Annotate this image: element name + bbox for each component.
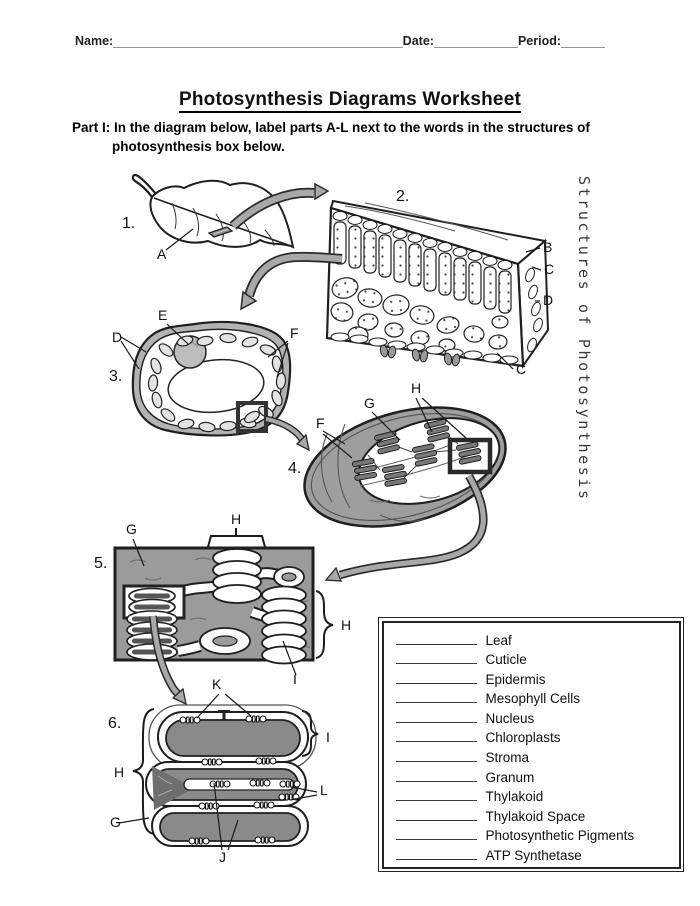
vacuole: [167, 358, 265, 414]
granum-stack-right: [261, 585, 307, 665]
answer-blank[interactable]: [395, 749, 477, 763]
word-row: Thylakoid Space: [395, 807, 679, 827]
label-l: L: [320, 782, 328, 798]
term-label: Nucleus: [485, 710, 535, 726]
arrow-granum-to-thylakoid: [149, 615, 187, 706]
word-row: Epidermis: [395, 670, 679, 690]
page-title: Photosynthesis Diagrams Worksheet: [0, 76, 700, 113]
diagram-granum: 5. G H H I: [94, 511, 351, 687]
term-label: Mesophyll Cells: [485, 691, 581, 707]
diagram-6-number: 6.: [108, 715, 121, 732]
answer-blank[interactable]: [395, 808, 477, 821]
answer-blank[interactable]: [395, 671, 477, 684]
answer-blank[interactable]: [395, 827, 477, 841]
instructions: Part I: In the diagram below, label part…: [72, 119, 590, 156]
term-label: Leaf: [485, 632, 512, 648]
word-row: Granum: [395, 768, 679, 788]
label-g-thylakoid: G: [110, 814, 121, 830]
name-blank-field[interactable]: [113, 34, 403, 48]
zoom-box-chloroplast: [236, 401, 268, 433]
date-blank-field[interactable]: [433, 34, 518, 48]
label-f-cell: F: [290, 325, 299, 341]
zoom-box-granum: [447, 437, 493, 475]
stomata: [379, 344, 461, 367]
arrow-chloroplast-to-granum: [324, 473, 488, 582]
diagram-1-number: 1.: [122, 215, 135, 232]
answer-blank[interactable]: [395, 710, 477, 723]
label-e: E: [158, 307, 167, 323]
date-label: Date:: [402, 34, 434, 48]
answer-blank[interactable]: [395, 847, 477, 861]
label-h-granum-top: H: [231, 511, 241, 527]
term-label: Chloroplasts: [485, 730, 561, 746]
label-h-chloroplast: H: [411, 380, 421, 396]
answer-blank[interactable]: [395, 651, 477, 665]
period-blank-field[interactable]: [561, 34, 605, 48]
period-label: Period:: [517, 34, 561, 48]
term-label: Stroma: [485, 750, 530, 766]
term-label: Epidermis: [485, 671, 546, 687]
label-c-upper: C: [544, 261, 554, 277]
label-h-thylakoid: H: [114, 764, 124, 780]
answer-blank[interactable]: [395, 729, 477, 743]
word-row: Mesophyll Cells: [395, 689, 679, 709]
diagram-4-number: 4.: [288, 460, 301, 477]
word-row: Chloroplasts: [395, 728, 679, 748]
word-row: Cuticle: [395, 650, 679, 670]
diagram-5-number: 5.: [94, 555, 107, 572]
label-b: B: [543, 239, 552, 255]
diagram-leaf: 1. A: [122, 173, 295, 262]
answer-blank[interactable]: [395, 690, 477, 704]
instructions-line2: photosynthesis box below.: [112, 138, 285, 154]
word-row: ATP Synthetase: [395, 846, 679, 866]
word-row: Photosynthetic Pigments: [395, 826, 679, 846]
label-i-granum: I: [293, 671, 297, 687]
structures-vertical-caption: Structures of Photosynthesis: [575, 176, 593, 502]
granum-stack-centre: [212, 548, 262, 604]
diagram-mesophyll-cell: 3. D E F: [109, 307, 299, 437]
label-a: A: [157, 246, 167, 262]
label-j: J: [219, 849, 226, 865]
label-i-thylakoid: I: [326, 729, 330, 745]
word-row: Stroma: [395, 748, 679, 768]
diagram-2-number: 2.: [396, 188, 409, 205]
name-label: Name:: [75, 34, 114, 48]
answer-blank[interactable]: [395, 788, 477, 802]
atp-synthetase-glyph: [218, 710, 230, 720]
diagram-3-number: 3.: [109, 368, 122, 385]
label-d: D: [543, 292, 553, 308]
arrow-cross-section-to-cell: [240, 251, 343, 311]
arrow-cell-to-chloroplast: [265, 415, 310, 452]
diagram-thylakoid: 6. K I H L G J: [108, 676, 330, 865]
structures-word-box-inner: Leaf Cuticle Epidermis Mesophyll Cells N…: [381, 620, 681, 869]
term-label: Thylakoid: [485, 789, 544, 805]
instructions-line1: Part I: In the diagram below, label part…: [72, 120, 590, 135]
arrow-leaf-to-cross-section: [229, 182, 330, 230]
term-label: Photosynthetic Pigments: [485, 828, 635, 844]
word-row: Thylakoid: [395, 787, 679, 807]
term-label: Cuticle: [485, 652, 527, 668]
term-label: ATP Synthetase: [485, 848, 582, 864]
label-d-cell: D: [112, 329, 122, 345]
answer-blank[interactable]: [395, 632, 477, 645]
term-label: Granum: [485, 769, 535, 785]
word-row: Nucleus: [395, 709, 679, 729]
label-h-granum-right: H: [341, 617, 351, 633]
answer-blank[interactable]: [395, 769, 477, 782]
diagram-leaf-cross-section: 2. B C D C: [325, 188, 554, 377]
word-row: Leaf: [395, 631, 679, 651]
term-label: Thylakoid Space: [485, 808, 586, 824]
label-c-lower: C: [516, 361, 526, 377]
label-g-chloroplast: G: [364, 395, 375, 411]
label-f-chloroplast: F: [316, 415, 325, 431]
label-k: K: [212, 676, 222, 692]
structures-word-box: Leaf Cuticle Epidermis Mesophyll Cells N…: [378, 617, 684, 872]
label-g-granum: G: [126, 521, 137, 537]
header: Name: Date: Period:: [75, 34, 605, 48]
diagram-chloroplast: 4. F G H: [288, 380, 507, 528]
